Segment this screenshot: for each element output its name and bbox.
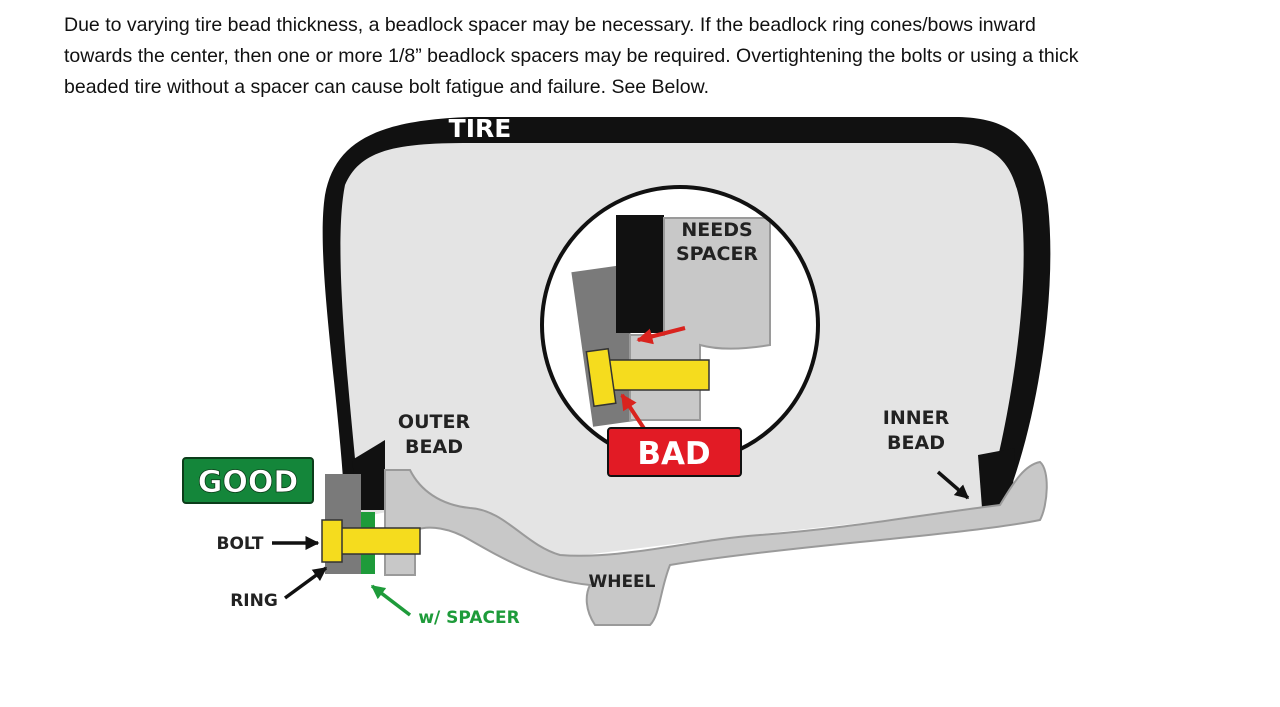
needs-spacer-label: NEEDS	[681, 219, 752, 241]
spacer-label: w/ SPACER	[418, 608, 519, 628]
intro-line: towards the center, then one or more 1/8…	[64, 45, 1079, 67]
red-arrow-icon	[636, 326, 686, 345]
intro-line: Due to varying tire bead thickness, a be…	[64, 14, 1036, 36]
intro-line: beaded tire without a spacer can cause b…	[64, 76, 710, 98]
outer-bead-label: OUTER	[398, 411, 471, 433]
ring-arrow-icon	[283, 566, 328, 600]
zoom-tire	[616, 215, 664, 333]
intro-text: Due to varying tire bead thickness, a be…	[64, 10, 1234, 103]
zoom-bolt-head	[585, 347, 617, 408]
red-arrow-icon	[620, 393, 647, 432]
bolt-head	[321, 519, 343, 563]
tire-label: TIRE	[449, 114, 512, 143]
good-label: GOOD	[198, 465, 299, 500]
inner-bead-arrow-icon	[936, 470, 970, 500]
spacer-arrow-icon	[370, 584, 412, 617]
wheel-label: WHEEL	[588, 572, 655, 592]
good-badge	[182, 457, 314, 504]
bad-label: BAD	[637, 436, 710, 472]
bolt-label: BOLT	[216, 534, 263, 554]
inner-bead	[978, 448, 1015, 508]
zoom-detail	[571, 215, 771, 427]
wheel	[384, 460, 1048, 626]
needs-spacer-label: SPACER	[676, 243, 758, 265]
outer-bead-label: BEAD	[405, 436, 463, 458]
ring-label: RING	[230, 591, 278, 611]
inner-bead-label: BEAD	[887, 432, 945, 454]
zoom-bolt-shaft	[604, 359, 710, 391]
inner-bead-label: INNER	[883, 407, 950, 429]
bolt-shaft	[339, 527, 421, 555]
bad-badge	[607, 427, 742, 477]
